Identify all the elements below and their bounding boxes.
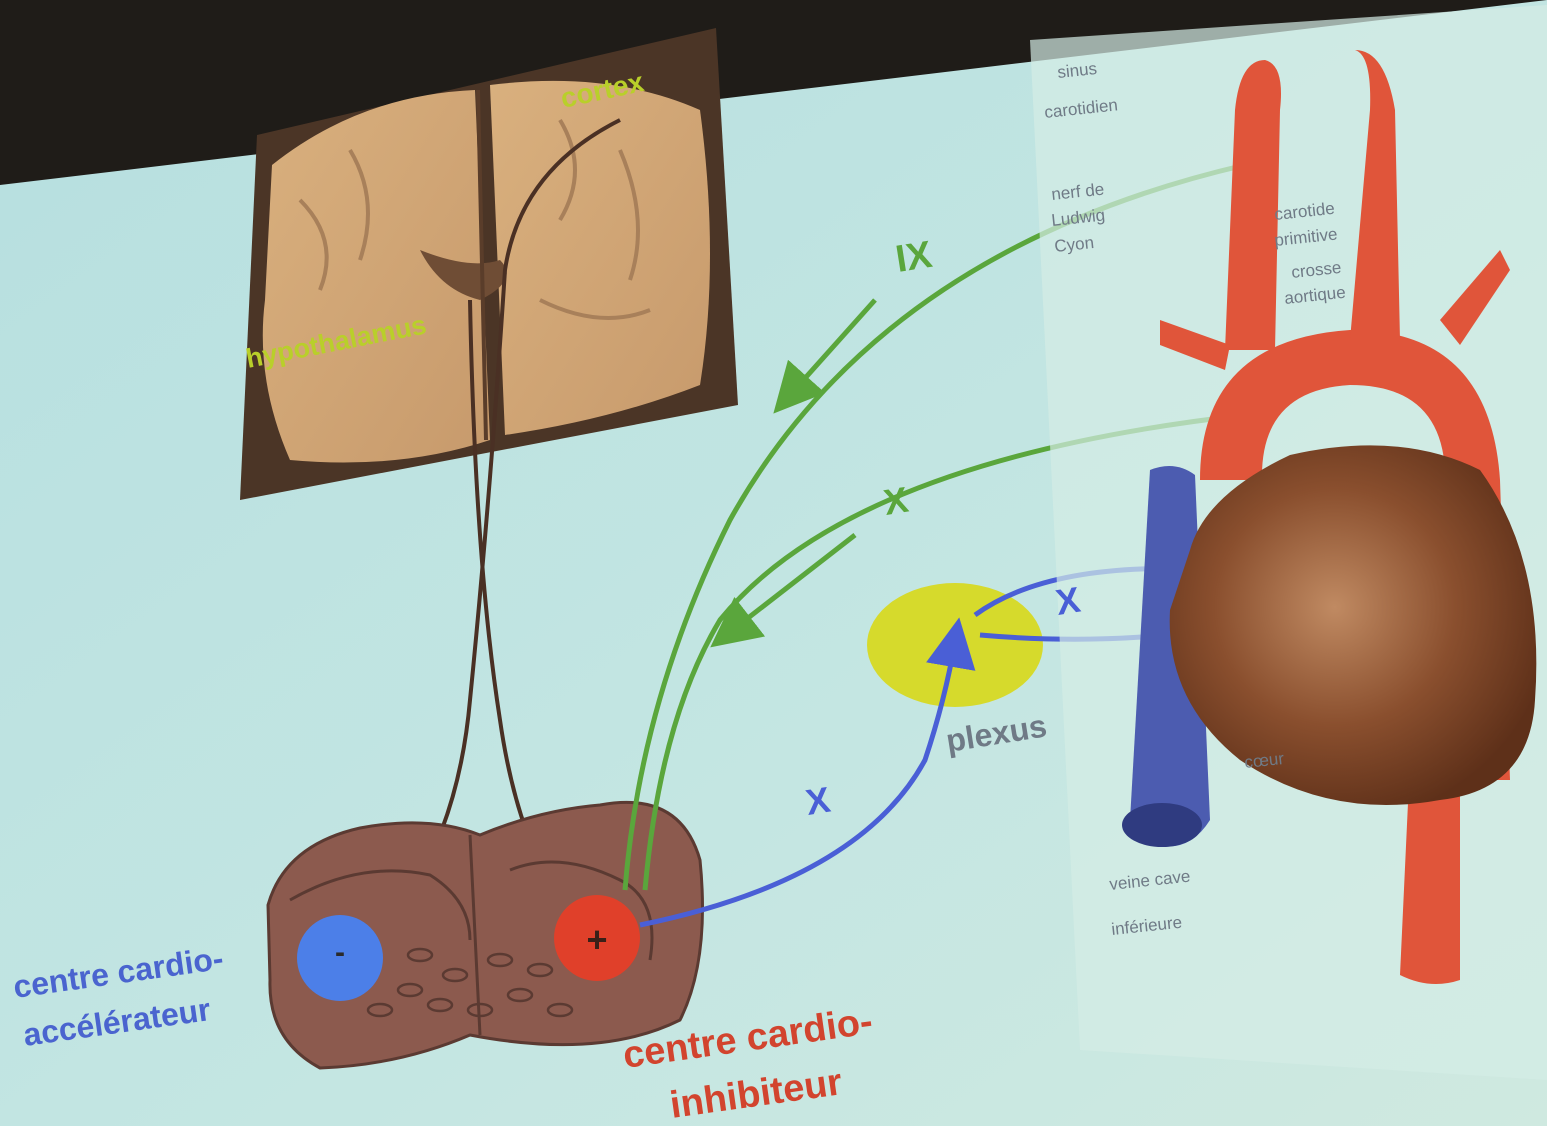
plus-sign: + <box>586 919 607 960</box>
ix-nerve-label: IX <box>893 234 936 281</box>
minus-sign: - <box>335 936 345 969</box>
heart-anatomy-illustration <box>1030 5 1547 1080</box>
